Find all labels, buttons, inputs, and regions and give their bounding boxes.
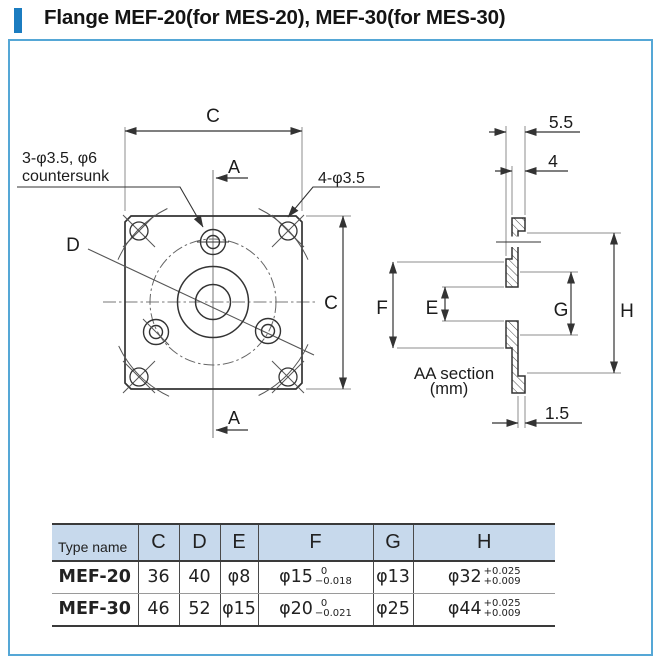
section-cut-marks: A A <box>215 157 248 434</box>
center-boss-circle <box>176 265 250 339</box>
table-header-row: Type name C D E F G H <box>52 523 555 562</box>
col-header-h: H <box>412 523 555 562</box>
left-hole-slash <box>142 318 170 346</box>
cell-d: 40 <box>178 561 220 594</box>
countersunk-holes <box>142 228 282 346</box>
section-lower-half <box>505 320 526 394</box>
cell-h: φ32+0.025+0.009 <box>412 561 555 594</box>
section-view: 5.5 4 1.5 F E G H AA s <box>376 112 634 428</box>
corner-hole-construction-lines <box>122 214 305 394</box>
diameter-d-label: D <box>66 235 80 256</box>
center-bore-circle <box>194 283 232 321</box>
cell-type-name: MEF-20 <box>52 561 138 594</box>
cut-label-top: A <box>228 157 240 177</box>
dim-total-thickness-label: 5.5 <box>549 112 573 132</box>
cell-c: 36 <box>137 561 179 594</box>
dim-plate-thickness: 4 <box>495 151 568 175</box>
col-header-f: F <box>257 523 373 562</box>
dim-f-label: F <box>376 298 388 319</box>
dim-e-label: E <box>426 298 439 319</box>
technical-drawing: C C A A D 3-φ3.5, φ6 countersunk <box>17 106 634 438</box>
dim-h-label: H <box>620 301 634 322</box>
cell-d: 52 <box>178 593 220 627</box>
cell-e: φ8 <box>219 561 258 594</box>
col-header-c: C <box>137 523 179 562</box>
col-header-g: G <box>372 523 413 562</box>
dim-spigot-depth-label: 1.5 <box>545 403 569 423</box>
flange-outline <box>124 215 303 390</box>
dim-g-label: G <box>554 300 569 321</box>
dim-c-top-label: C <box>206 106 220 127</box>
dim-c-top: C <box>124 106 303 211</box>
front-view: C C A A D 3-φ3.5, φ6 countersunk <box>17 106 380 438</box>
section-caption: AA section <box>414 364 494 383</box>
section-caption-unit: (mm) <box>430 380 468 398</box>
section-upper-half <box>505 217 526 288</box>
title-accent-bar <box>14 8 22 33</box>
corner-holes <box>129 221 298 387</box>
countersunk-note-line1: 3-φ3.5, φ6 <box>22 150 97 167</box>
cell-c: 46 <box>137 593 179 627</box>
cell-type-name: MEF-30 <box>52 593 138 627</box>
cell-g: φ25 <box>372 593 413 627</box>
col-header-e: E <box>219 523 258 562</box>
col-header-type-name: Type name <box>52 523 138 562</box>
countersunk-note-line2: countersunk <box>22 168 110 185</box>
page-title: Flange MEF-20(for MES-20), MEF-30(for ME… <box>44 6 506 29</box>
spec-table: Type name C D E F G H MEF-20 36 40 φ8 φ1… <box>52 523 555 627</box>
diameter-d-line <box>87 248 315 356</box>
cell-h: φ44+0.025+0.009 <box>412 593 555 627</box>
col-header-d: D <box>178 523 220 562</box>
cell-e: φ15 <box>219 593 258 627</box>
dim-total-thickness: 5.5 <box>489 112 580 136</box>
cut-label-bottom: A <box>228 408 240 428</box>
corner-holes-note: 4-φ3.5 <box>318 170 365 187</box>
corner-holes-leader-line <box>287 186 380 218</box>
cell-g: φ13 <box>372 561 413 594</box>
dim-plate-thickness-label: 4 <box>548 151 558 171</box>
dim-spigot-depth: 1.5 <box>492 403 582 427</box>
countersunk-leader-line <box>17 186 204 228</box>
dim-c-right-label: C <box>324 293 338 314</box>
dim-c-right: C <box>306 215 351 390</box>
bolt-circle <box>149 238 277 366</box>
